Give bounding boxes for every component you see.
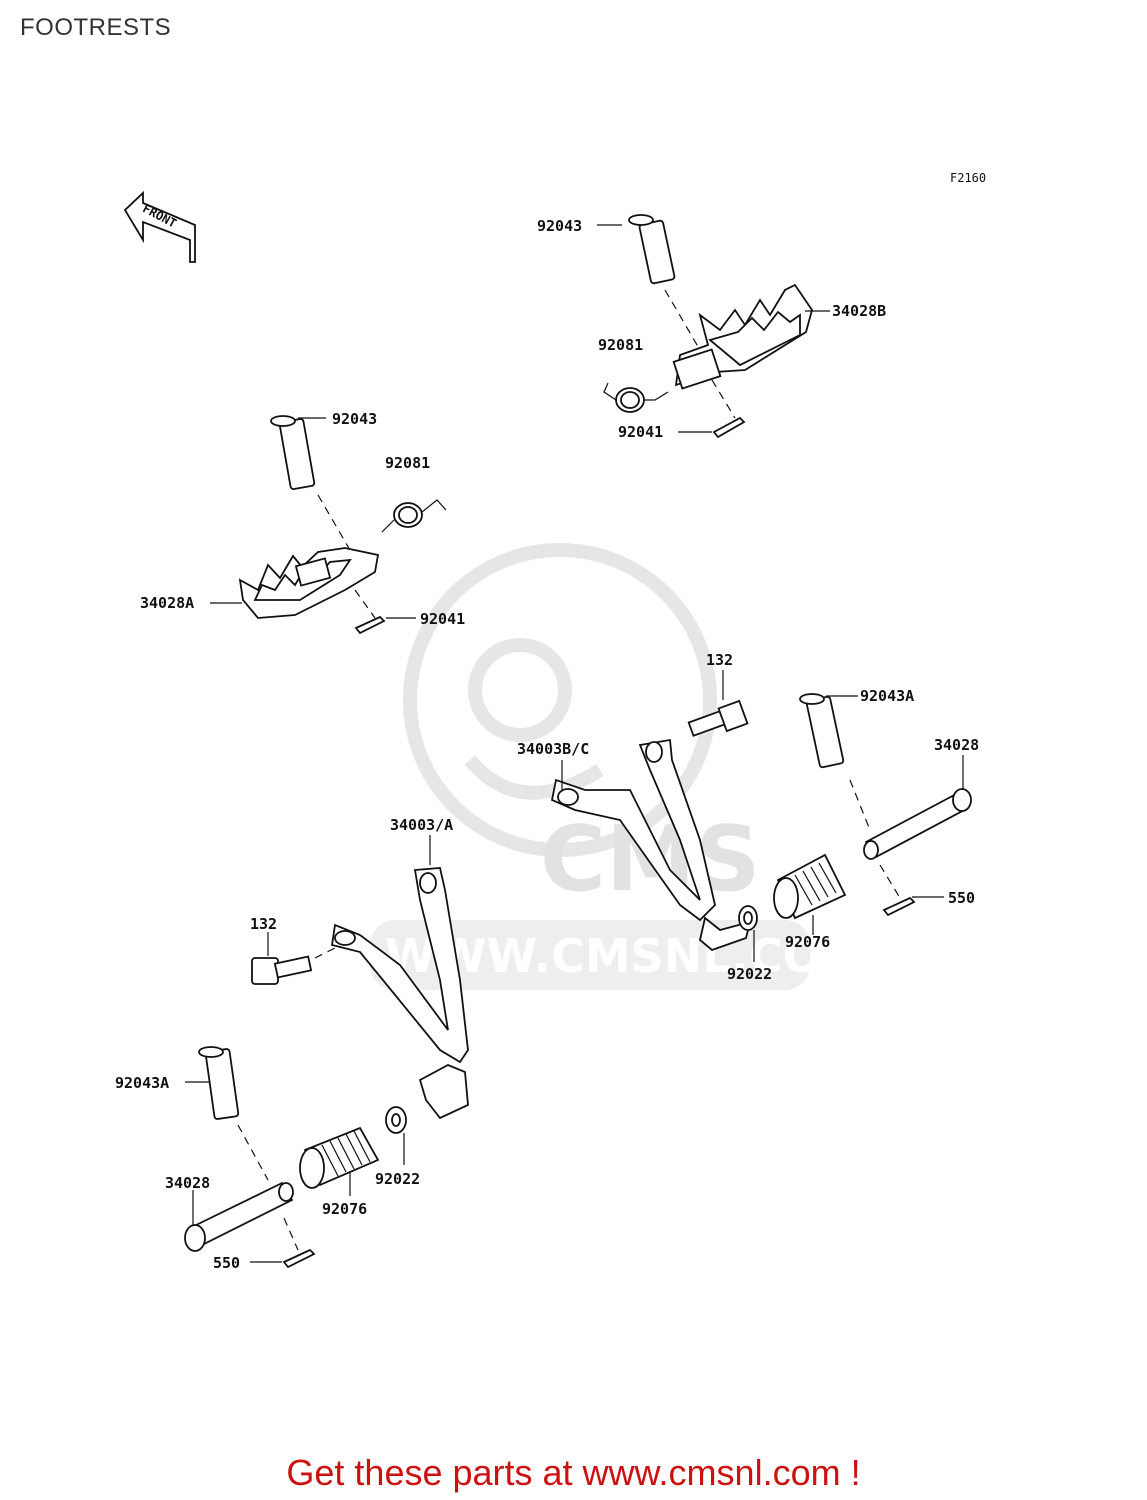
label-132-right: 132	[706, 651, 733, 669]
washer-part	[385, 1106, 407, 1134]
front-arrow-icon: FRONT	[123, 190, 196, 263]
pin-part	[628, 214, 676, 285]
label-34028-left: 34028	[165, 1174, 210, 1192]
label-34028B: 34028B	[832, 302, 886, 320]
upper-left-footrest-group: 92043 92081 34028A 92041	[140, 410, 465, 635]
label-92076-left: 92076	[322, 1200, 367, 1218]
label-92022-left: 92022	[375, 1170, 420, 1188]
shaft-part	[863, 788, 972, 860]
label-34028-right: 34028	[934, 736, 979, 754]
cotter-pin-part	[882, 896, 916, 917]
footrest-part	[238, 547, 380, 619]
upper-right-footrest-group: 92043 34028B 92081 92041	[537, 214, 886, 441]
get-parts-link[interactable]: Get these parts at www.cmsnl.com !	[286, 1452, 861, 1493]
label-34003BC: 34003B/C	[517, 740, 589, 758]
label-92043A-left: 92043A	[115, 1074, 169, 1092]
pin-part	[198, 1046, 240, 1120]
bracket-part	[330, 867, 469, 1120]
label-92081-upper-right: 92081	[598, 336, 643, 354]
footrest-part	[672, 283, 813, 390]
label-92022-right: 92022	[727, 965, 772, 983]
figure-code: F2160	[950, 171, 987, 185]
washer-part	[738, 905, 758, 931]
page-title: FOOTRESTS	[20, 14, 172, 41]
label-92043A-right: 92043A	[860, 687, 914, 705]
label-550-right: 550	[948, 889, 975, 907]
bolt-part	[251, 955, 313, 985]
cotter-pin-part	[354, 615, 386, 635]
cotter-pin-part	[282, 1248, 316, 1269]
label-92043-upper-left: 92043	[332, 410, 377, 428]
left-bracket-group: 34003/A 132 92043A 34028	[115, 816, 469, 1272]
label-550-left: 550	[213, 1254, 240, 1272]
label-92041-upper-right: 92041	[618, 423, 663, 441]
bracket-part	[550, 738, 752, 952]
label-92081-upper-left: 92081	[385, 454, 430, 472]
spring-part	[381, 499, 447, 533]
watermark-url: WWW.CMSNL.COM	[385, 929, 868, 983]
pin-part	[270, 415, 316, 490]
cotter-pin-part	[712, 416, 746, 439]
footpeg-rubber-part	[773, 853, 847, 920]
pin-part	[799, 693, 845, 769]
spring-part	[603, 382, 669, 413]
label-92041-upper-left: 92041	[420, 610, 465, 628]
label-132-left: 132	[250, 915, 277, 933]
label-34003A: 34003/A	[390, 816, 453, 834]
label-34028A: 34028A	[140, 594, 194, 612]
footpeg-rubber-part	[299, 1126, 380, 1189]
bolt-part	[687, 699, 749, 737]
watermark-logo: CMS WWW.CMSNL.COM	[370, 543, 868, 990]
right-bracket-group: 132 34003B/C 92043A 34028 550	[517, 651, 979, 983]
label-92076-right: 92076	[785, 933, 830, 951]
shaft-part	[184, 1181, 294, 1252]
label-92043-upper-right: 92043	[537, 217, 582, 235]
